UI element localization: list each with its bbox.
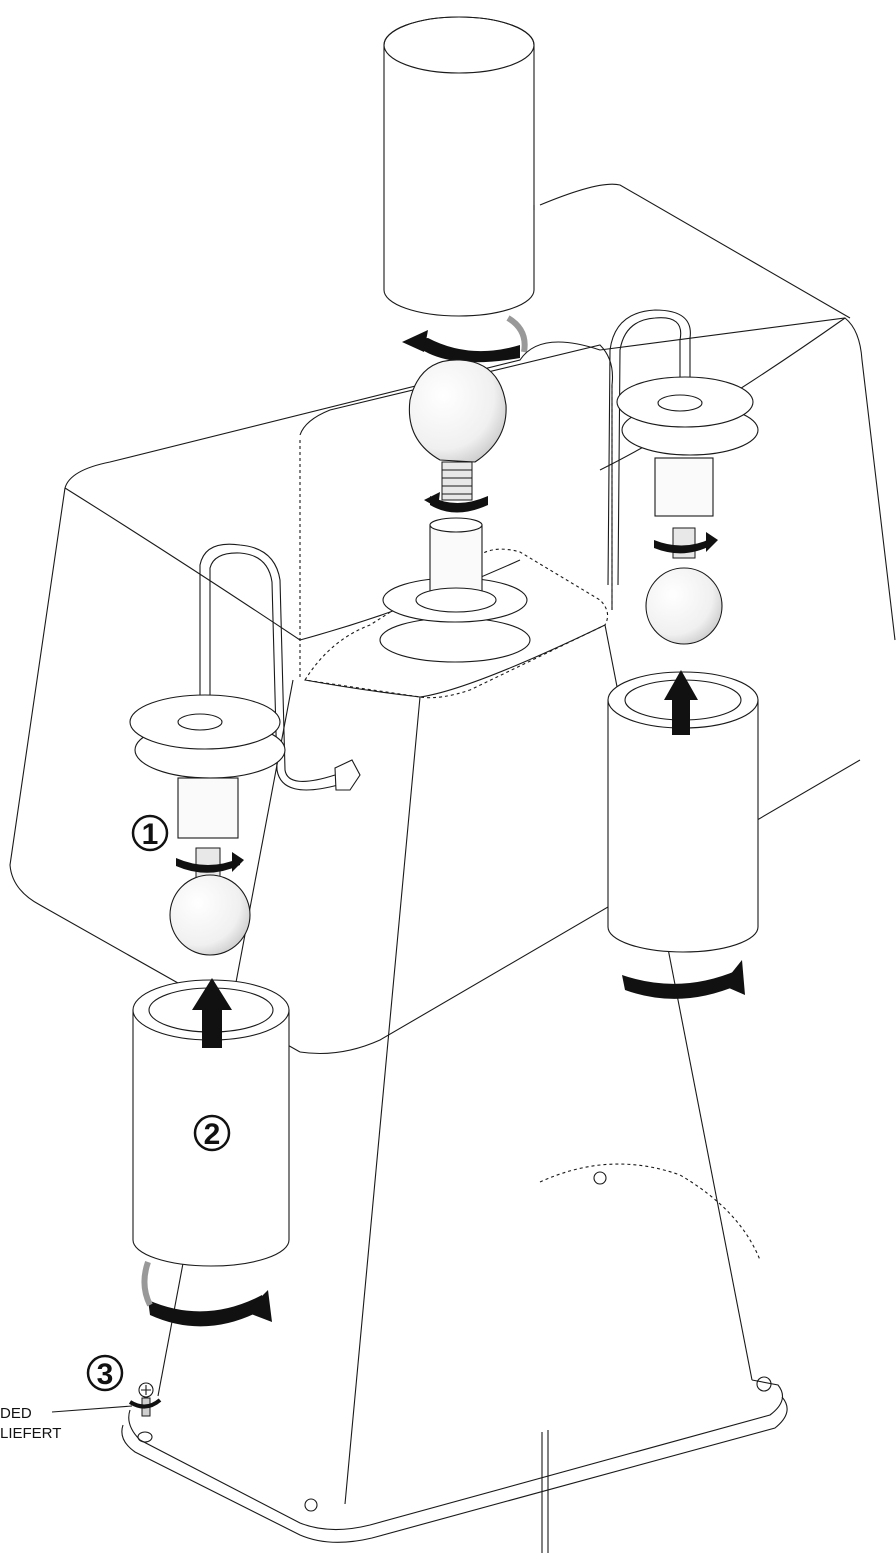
callout-1: 1: [131, 814, 169, 852]
center-socket: [379, 517, 531, 663]
callout-3: 3: [86, 1354, 124, 1392]
left-glass-shade: [132, 978, 290, 1327]
lamp-canopy: [9, 183, 896, 1054]
svg-text:3: 3: [97, 1358, 114, 1391]
right-arm: [607, 309, 691, 586]
note-line-1: DED: [0, 1405, 32, 1422]
screw-icon: [51, 1382, 162, 1417]
callout-2: 2: [193, 1114, 231, 1152]
lamp-base: [121, 1163, 788, 1553]
center-bulb: [408, 359, 507, 513]
neck-housing: [299, 344, 614, 699]
svg-text:2: 2: [204, 1118, 221, 1151]
up-arrow-icon: [192, 978, 232, 1048]
left-bulb: [169, 847, 251, 956]
top-glass-shade: [383, 16, 535, 317]
right-bulb: [645, 527, 723, 645]
up-arrow-icon: [664, 670, 698, 735]
left-arm: [199, 543, 361, 791]
svg-text:1: 1: [142, 818, 159, 851]
left-socket: [129, 694, 286, 839]
note-line-2: LIEFERT: [0, 1425, 61, 1442]
right-glass-shade: [607, 670, 759, 999]
rotate-arrow-icon: [402, 315, 528, 363]
right-socket: [616, 376, 759, 517]
